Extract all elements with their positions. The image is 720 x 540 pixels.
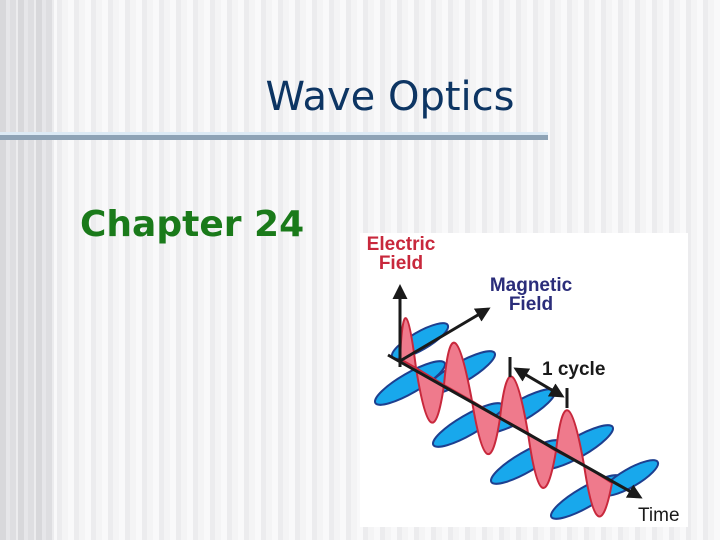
em-wave-diagram: [374, 284, 660, 520]
magnetic-axis-arrow: [399, 307, 491, 363]
axes: [387, 284, 643, 499]
slide-title: Wave Optics: [265, 74, 515, 120]
electric-field-label-line2: Field: [378, 253, 424, 274]
electric-field-label: Electric Field: [363, 235, 439, 273]
magnetic-field-label-line2: Field: [508, 294, 554, 315]
title-divider-highlight: [0, 132, 548, 135]
em-wave-figure: Electric Field Magnetic Field 1 cycle Ti…: [360, 233, 688, 527]
electric-field-label-line1: Electric: [366, 234, 436, 255]
magnetic-field-label-line1: Magnetic: [489, 275, 573, 296]
chapter-heading: Chapter 24: [80, 204, 305, 245]
cycle-indicator: [508, 357, 569, 408]
cycle-label: 1 cycle: [542, 359, 606, 380]
time-axis-arrow: [387, 353, 643, 499]
title-divider: [0, 135, 548, 140]
time-label: Time: [638, 505, 680, 526]
magnetic-field-label: Magnetic Field: [478, 276, 584, 314]
background-left-band: [0, 0, 54, 540]
electric-wave: [398, 317, 614, 518]
